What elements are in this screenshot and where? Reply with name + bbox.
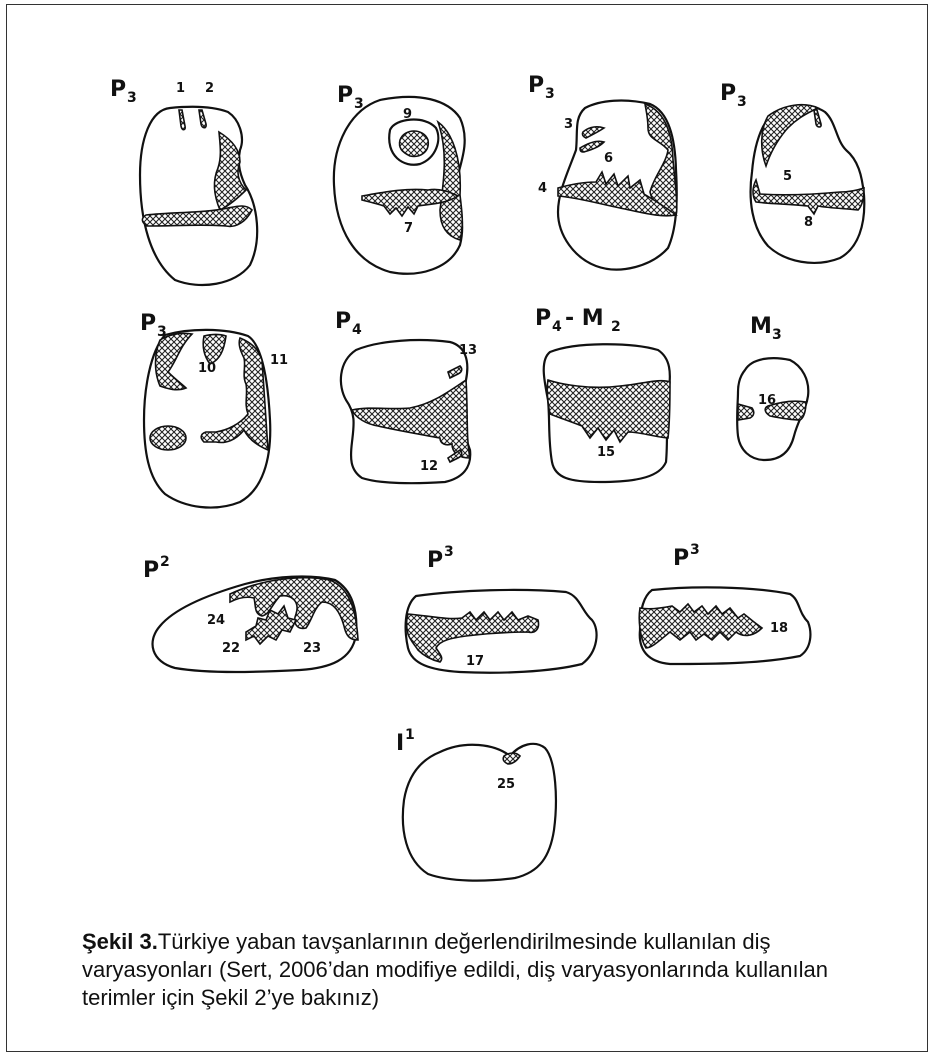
variation-number: 10	[198, 361, 216, 376]
variation-number: 25	[497, 777, 515, 792]
label-I1: I 1	[396, 727, 415, 756]
label-letter: P	[143, 558, 159, 583]
label-letter: P	[528, 73, 544, 98]
tooth-p3-a	[140, 107, 257, 285]
tooth-m3	[737, 358, 808, 460]
variation-number: 3	[564, 117, 573, 132]
label-letter: P	[535, 306, 551, 331]
label-subscript: 4	[352, 322, 362, 338]
label-letter: M	[750, 314, 772, 339]
label-P2: P 2	[143, 554, 170, 583]
tooth-p4	[341, 340, 470, 483]
label-letter: P	[335, 309, 351, 334]
label-p3-d: P 3	[720, 81, 747, 110]
variation-number: 17	[466, 654, 484, 669]
variation-number: 8	[804, 215, 813, 230]
label-subscript: 3	[545, 86, 555, 102]
label-subscript: 3	[354, 96, 364, 112]
tooth-I1	[403, 744, 556, 881]
variation-number: 1	[176, 81, 185, 96]
label-p4: P 4	[335, 309, 362, 338]
tooth-P3-a	[406, 590, 597, 673]
tooth-p3-e	[144, 330, 270, 508]
label-p4-m2: P 4 - M 2	[535, 306, 621, 335]
variation-number: 18	[770, 621, 788, 636]
label-m3: M 3	[750, 314, 782, 343]
tooth-p3-c	[558, 101, 677, 270]
label-subscript: 3	[737, 94, 747, 110]
tooth-p3-d	[751, 105, 865, 263]
label-letter: P	[337, 83, 353, 108]
variation-number: 5	[783, 169, 792, 184]
label-P3-b: P 3	[673, 542, 700, 571]
label-subscript: 3	[127, 90, 137, 106]
variation-number: 24	[207, 613, 225, 628]
label-letter: P	[673, 546, 689, 571]
figure-caption: Şekil 3.Türkiye yaban tavşanlarının değe…	[82, 928, 882, 1012]
tooth-p3-b	[334, 97, 465, 274]
variation-number: 2	[205, 81, 214, 96]
label-letter-2: - M	[565, 306, 604, 331]
label-P3-a: P 3	[427, 544, 454, 573]
label-letter: P	[110, 77, 126, 102]
label-letter: I	[396, 731, 404, 756]
variation-number: 23	[303, 641, 321, 656]
variation-number: 15	[597, 445, 615, 460]
variation-number: 16	[758, 393, 776, 408]
label-letter: P	[140, 311, 156, 336]
label-letter: P	[720, 81, 736, 106]
label-subscript: 3	[772, 327, 782, 343]
tooth-P2	[153, 577, 358, 672]
label-p3-a: P 3	[110, 77, 137, 106]
label-p3-e: P 3	[140, 311, 167, 340]
label-subscript: 3	[157, 324, 167, 340]
label-subscript-2: 2	[611, 319, 621, 335]
variation-number: 22	[222, 641, 240, 656]
variation-number: 9	[403, 107, 412, 122]
label-superscript: 2	[160, 554, 170, 570]
variation-number: 6	[604, 151, 613, 166]
caption-label: Şekil 3.	[82, 929, 158, 954]
variation-number: 7	[404, 221, 413, 236]
label-p3-c: P 3	[528, 73, 555, 102]
variation-number: 11	[270, 353, 288, 368]
label-superscript: 1	[405, 727, 415, 743]
variation-number: 13	[459, 343, 477, 358]
variation-number: 12	[420, 459, 438, 474]
label-letter: P	[427, 548, 443, 573]
label-p3-b: P 3	[337, 83, 364, 112]
label-subscript: 4	[552, 319, 562, 335]
tooth-p4-m2	[544, 344, 670, 482]
label-superscript: 3	[444, 544, 454, 560]
caption-text: Türkiye yaban tavşanlarının değerlendiri…	[82, 929, 828, 1010]
label-superscript: 3	[690, 542, 700, 558]
variation-number: 4	[538, 181, 547, 196]
